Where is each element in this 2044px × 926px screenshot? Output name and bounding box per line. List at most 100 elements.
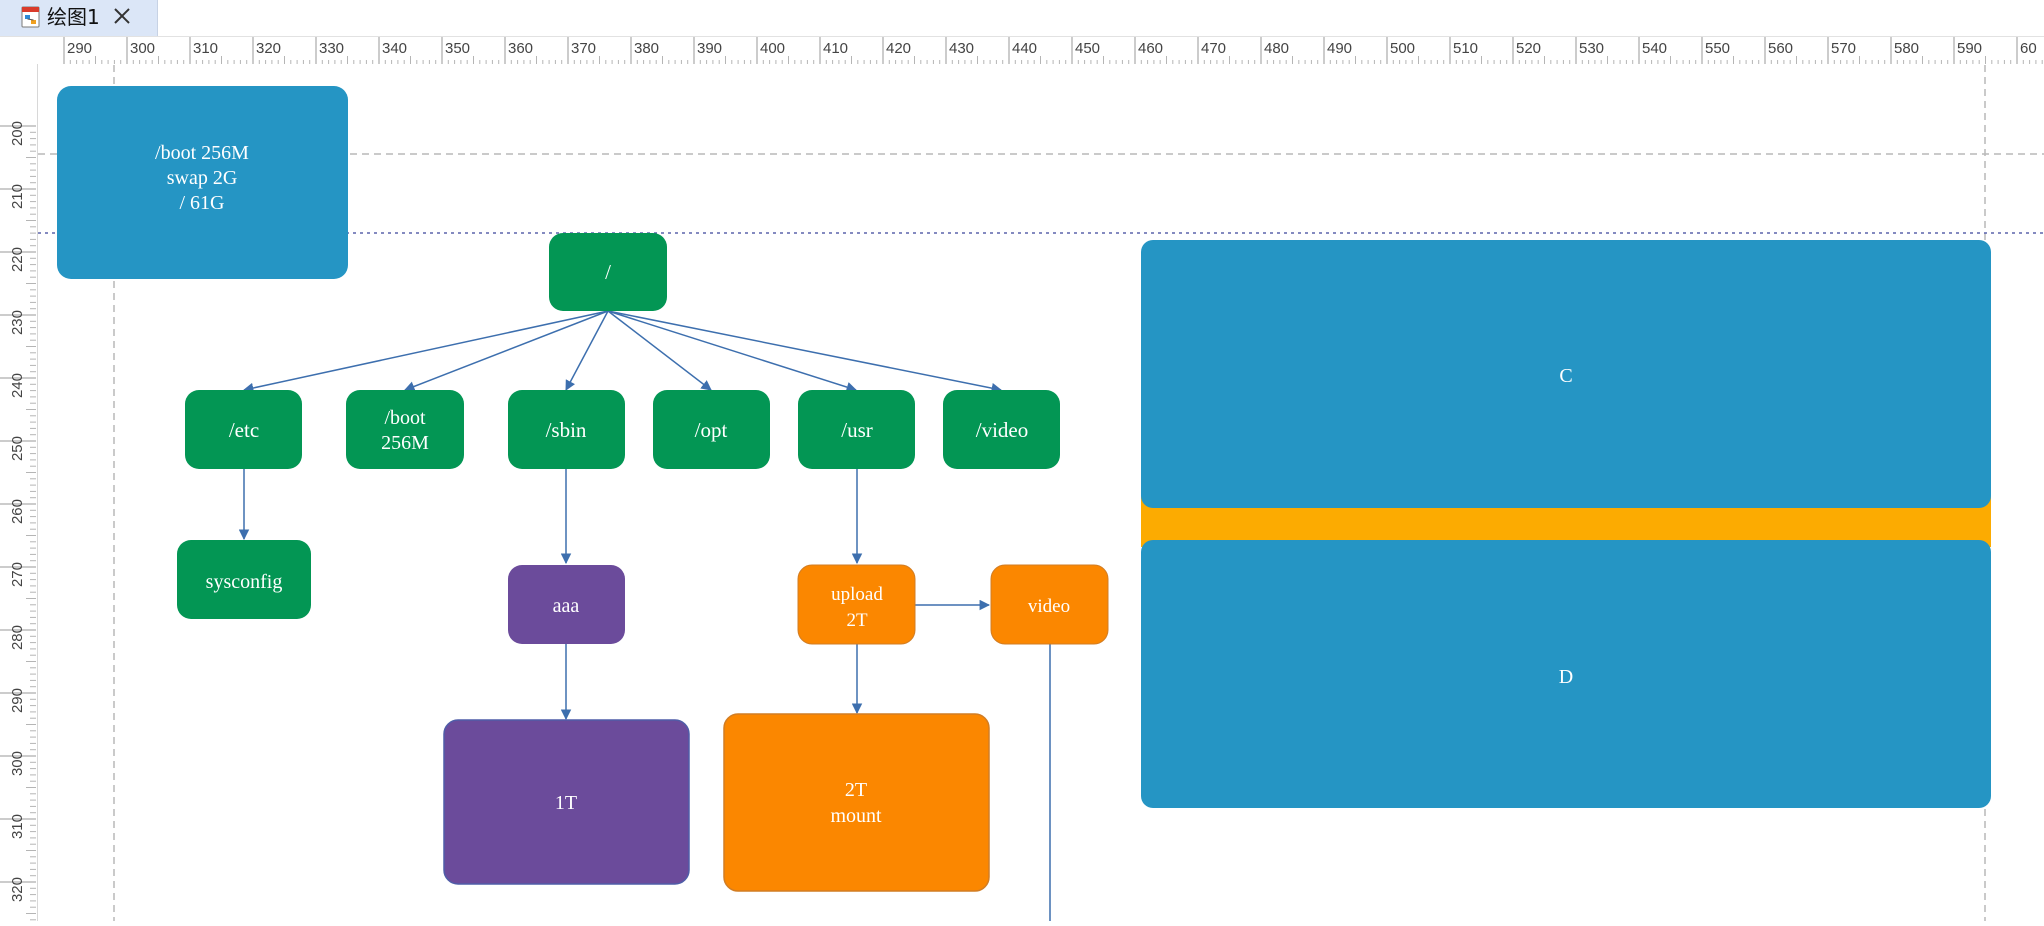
ruler-label: 570 — [1831, 40, 1856, 57]
node-boot-label-1: /boot — [384, 407, 426, 429]
ruler-label: 370 — [571, 40, 596, 57]
ruler-label: 250 — [9, 436, 26, 461]
ruler-label: 530 — [1579, 40, 1604, 57]
document-tab[interactable]: 绘图1 — [0, 0, 158, 36]
ruler-label: 300 — [9, 751, 26, 776]
vertical-ruler-scale: 2002102202302402502602702802903003103200 — [0, 121, 36, 926]
node-opt[interactable]: /opt — [653, 390, 770, 469]
connector-root-video[interactable] — [607, 310, 1003, 394]
ruler-label: 410 — [823, 40, 848, 57]
summary-line-2: swap 2G — [167, 167, 238, 189]
ruler-label: 450 — [1075, 40, 1100, 57]
ruler-label: 220 — [9, 247, 26, 272]
ruler-label: 320 — [9, 877, 26, 902]
node-video[interactable]: /video — [943, 390, 1060, 469]
summary-line-1: /boot 256M — [155, 142, 249, 164]
summary-line-3: / 61G — [180, 192, 225, 214]
summary-box[interactable]: /boot 256M swap 2G / 61G — [57, 86, 348, 279]
close-icon[interactable] — [110, 4, 134, 28]
disk-c[interactable]: C — [1141, 240, 1991, 508]
connector-root-etc[interactable] — [242, 310, 609, 394]
node-boot-label-2: 256M — [381, 432, 429, 454]
tab-title: 绘图1 — [47, 5, 100, 29]
ruler-label: 500 — [1390, 40, 1415, 57]
ruler-label: 440 — [1012, 40, 1037, 57]
node-usr[interactable]: /usr — [798, 390, 915, 469]
ruler-label: 330 — [319, 40, 344, 57]
ruler-label: 520 — [1516, 40, 1541, 57]
horizontal-ruler-scale: 290 300 310 320 330 340 350 360 370 380 390 400 410 4… — [63, 37, 2043, 64]
disk-panel[interactable]: C D — [1141, 240, 1991, 808]
ruler-label: 420 — [886, 40, 911, 57]
node-root-label: / — [605, 260, 611, 284]
ruler-label: 390 — [697, 40, 722, 57]
node-2t-mount[interactable]: 2T mount — [723, 713, 990, 892]
connectors — [238, 310, 1051, 921]
node-video-sub[interactable]: video — [990, 564, 1109, 645]
node-root[interactable]: / — [549, 233, 667, 311]
ruler-label: 460 — [1138, 40, 1163, 57]
connector-root-boot[interactable] — [404, 310, 609, 392]
node-boot[interactable]: /boot 256M — [346, 390, 464, 469]
node-sysconfig-label: sysconfig — [206, 571, 283, 593]
ruler-label: 310 — [9, 814, 26, 839]
node-1t[interactable]: 1T — [443, 719, 690, 885]
node-usr-label: /usr — [841, 418, 873, 442]
disk-d-label: D — [1559, 666, 1573, 688]
node-etc-label: /etc — [229, 418, 259, 442]
ruler-label: 470 — [1201, 40, 1226, 57]
ruler-label: 560 — [1768, 40, 1793, 57]
ruler-label: 290 — [67, 40, 92, 57]
node-aaa[interactable]: aaa — [508, 565, 625, 644]
node-sbin-label: /sbin — [546, 418, 587, 442]
node-video-label: /video — [976, 418, 1029, 442]
ruler-label: 340 — [382, 40, 407, 57]
connector-root-usr[interactable] — [607, 310, 858, 393]
ruler-label: 480 — [1264, 40, 1289, 57]
node-upload-label-1: upload — [831, 584, 883, 605]
vertical-ruler[interactable]: 2002102202302402502602702802903003103200 — [0, 64, 38, 926]
node-sbin[interactable]: /sbin — [508, 390, 625, 469]
ruler-label: 280 — [9, 625, 26, 650]
disk-d[interactable]: D — [1141, 540, 1991, 808]
ruler-label: 210 — [9, 184, 26, 209]
ruler-label: 270 — [9, 562, 26, 587]
ruler-label: 240 — [9, 373, 26, 398]
ruler-label: 310 — [193, 40, 218, 57]
connector-root-opt[interactable] — [607, 310, 712, 391]
node-mount-label-2: mount — [830, 805, 882, 827]
node-aaa-label: aaa — [553, 595, 580, 617]
ruler-label: 320 — [256, 40, 281, 57]
node-1t-label: 1T — [555, 792, 577, 814]
ruler-label: 540 — [1642, 40, 1667, 57]
node-opt-label: /opt — [695, 418, 728, 442]
diagram: /boot 256M swap 2G / 61G / /etc /boot 25… — [38, 65, 2044, 921]
ruler-label: 360 — [508, 40, 533, 57]
disk-c-label: C — [1559, 365, 1572, 387]
ruler-label: 350 — [445, 40, 470, 57]
ruler-label: 550 — [1705, 40, 1730, 57]
node-upload[interactable]: upload 2T — [797, 564, 916, 645]
node-video-sub-label: video — [1028, 596, 1070, 617]
ruler-label: 290 — [9, 688, 26, 713]
drawing-canvas[interactable]: /boot 256M swap 2G / 61G / /etc /boot 25… — [38, 65, 2044, 921]
ruler-label: 260 — [9, 499, 26, 524]
ruler-label: 300 — [130, 40, 155, 57]
ruler-label: 200 — [9, 121, 26, 146]
connector-root-sbin[interactable] — [565, 310, 609, 391]
horizontal-ruler[interactable]: 290 300 310 320 330 340 350 360 370 380 390 400 410 4… — [0, 36, 2044, 66]
node-sysconfig[interactable]: sysconfig — [177, 540, 311, 619]
ruler-label: 400 — [760, 40, 785, 57]
ruler-label: 60 — [2020, 40, 2037, 57]
node-upload-label-2: 2T — [846, 610, 868, 631]
ruler-label: 510 — [1453, 40, 1478, 57]
ruler-label: 590 — [1957, 40, 1982, 57]
ruler-label: 580 — [1894, 40, 1919, 57]
ruler-label: 230 — [9, 310, 26, 335]
diagram-file-icon — [21, 6, 40, 28]
ruler-label: 430 — [949, 40, 974, 57]
tab-bar: 绘图1 — [0, 0, 2044, 36]
node-mount-label-1: 2T — [845, 779, 867, 801]
node-etc[interactable]: /etc — [185, 390, 302, 469]
ruler-label: 380 — [634, 40, 659, 57]
